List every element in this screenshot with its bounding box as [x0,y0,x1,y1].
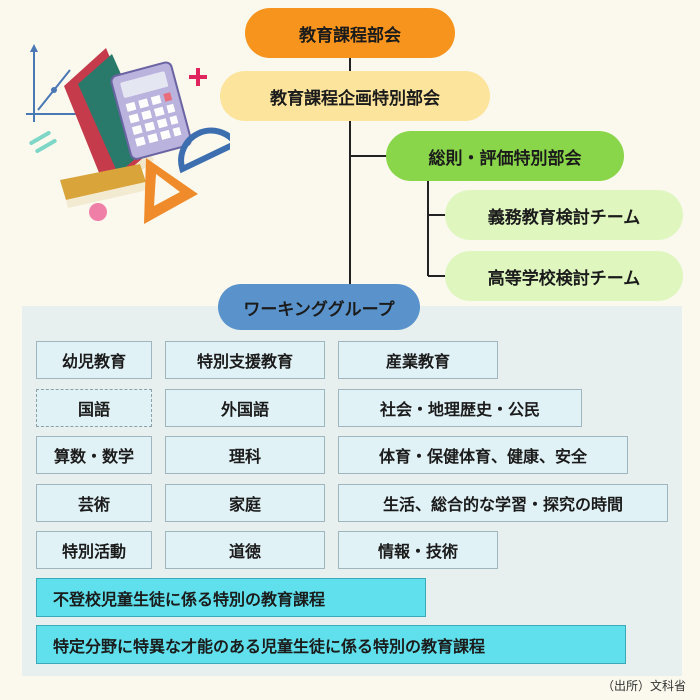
team-box: 義務教育検討チーム [445,190,683,240]
group-cell: 特別支援教育 [165,341,325,379]
group-cell: 特別活動 [36,531,152,569]
working-group-label: ワーキンググループ [218,284,420,330]
org-top-box: 教育課程部会 [245,8,455,58]
group-cell: 道徳 [165,531,325,569]
org-third-box: 総則・評価特別部会 [386,131,624,181]
accent-mark [35,139,57,153]
group-cell: 家庭 [165,484,325,522]
group-cell: 国語 [36,389,152,427]
group-cell: 理科 [165,436,325,474]
group-cell: 体育・保健体育、健康、安全 [338,436,628,474]
group-cell: 幼児教育 [36,341,152,379]
group-cell: 外国語 [165,389,325,427]
protractor-icon [178,127,230,174]
accent-dot [89,203,107,221]
group-cell: 生活、総合的な学習・探究の時間 [338,484,668,522]
connector-main-vertical [349,54,351,292]
connector-to-team-2 [428,275,446,277]
source-note: （出所）文科省 [601,679,686,693]
group-cell: 産業教育 [338,341,498,379]
group-cell: 芸術 [36,484,152,522]
accent-mark [29,131,51,145]
group-cell: 算数・数学 [36,436,152,474]
connector-to-third [350,155,388,157]
triangle-ruler-icon [144,158,198,224]
group-cell: 社会・地理歴史・公民 [338,389,582,427]
connector-to-team-1 [428,214,446,216]
special-curriculum-bar: 不登校児童生徒に係る特別の教育課程 [36,578,426,617]
connector-team-vertical [427,180,429,276]
team-box: 高等学校検討チーム [445,251,683,301]
special-curriculum-bar: 特定分野に特異な才能のある児童生徒に係る特別の教育課程 [36,625,626,664]
group-cell: 情報・技術 [338,531,498,569]
org-second-box: 教育課程企画特別部会 [220,71,490,121]
plus-icon [189,68,207,86]
study-tools-illustration [26,44,230,224]
calculator-icon [110,61,192,160]
